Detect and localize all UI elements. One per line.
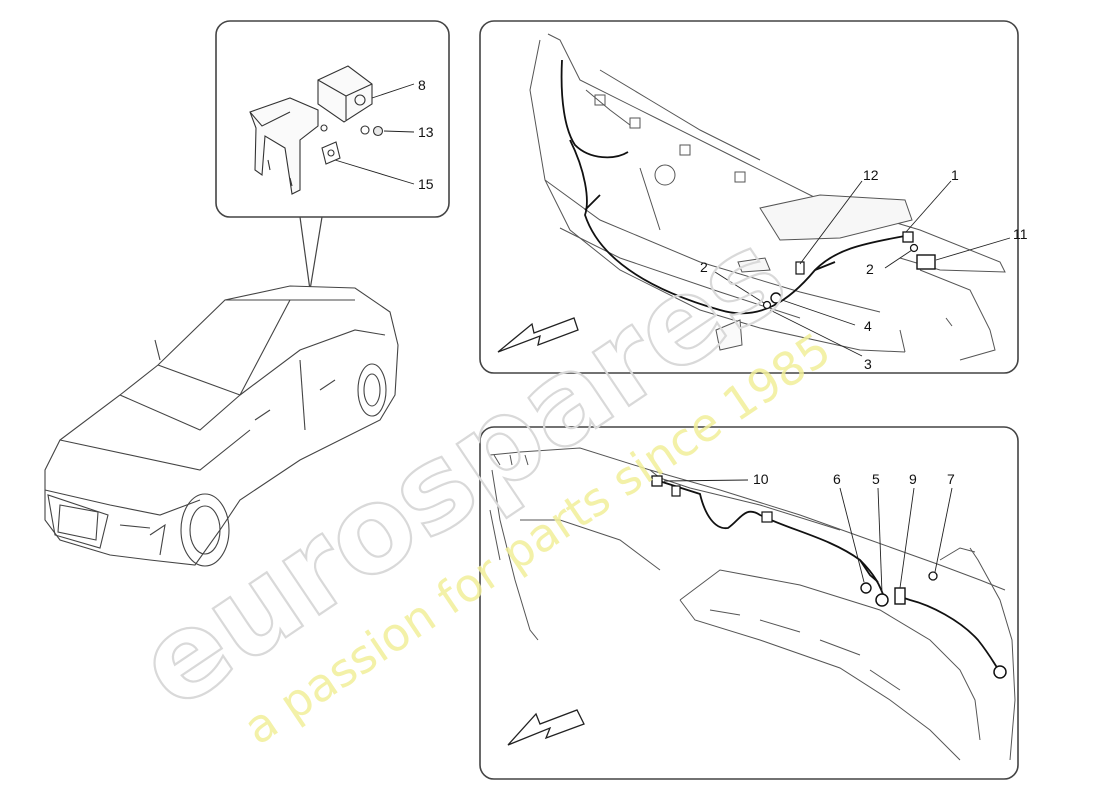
direction-arrow-icon xyxy=(497,317,579,353)
callout-8: 8 xyxy=(418,77,426,93)
rear-wiring-harness xyxy=(651,475,1007,679)
callout-13: 13 xyxy=(418,124,434,140)
car-overview-drawing xyxy=(44,285,399,567)
callout-2-left: 2 xyxy=(700,259,708,275)
callout-2-right: 2 xyxy=(866,261,874,277)
front-bumper-drawing xyxy=(529,33,1006,361)
callout-1: 1 xyxy=(951,167,959,183)
callout-12: 12 xyxy=(863,167,879,183)
callout-7: 7 xyxy=(947,471,955,487)
front-wiring-harness xyxy=(560,59,936,315)
module-detail-panel: 8 13 15 xyxy=(215,20,450,291)
callout-10: 10 xyxy=(753,471,769,487)
rear-bumper-drawing xyxy=(489,447,1016,761)
callout-9: 9 xyxy=(909,471,917,487)
callout-5: 5 xyxy=(872,471,880,487)
callout-6: 6 xyxy=(833,471,841,487)
callout-11: 11 xyxy=(1013,226,1028,242)
front-bumper-panel: 12 1 11 2 2 4 3 xyxy=(479,20,1028,374)
control-module-drawing xyxy=(249,65,384,195)
callout-15: 15 xyxy=(418,176,434,192)
callout-3: 3 xyxy=(864,356,872,372)
detail-pointer xyxy=(299,216,323,291)
direction-arrow-icon-rear xyxy=(507,709,585,746)
rear-bumper-panel: 10 6 5 9 7 xyxy=(479,426,1019,780)
callout-4: 4 xyxy=(864,318,872,334)
